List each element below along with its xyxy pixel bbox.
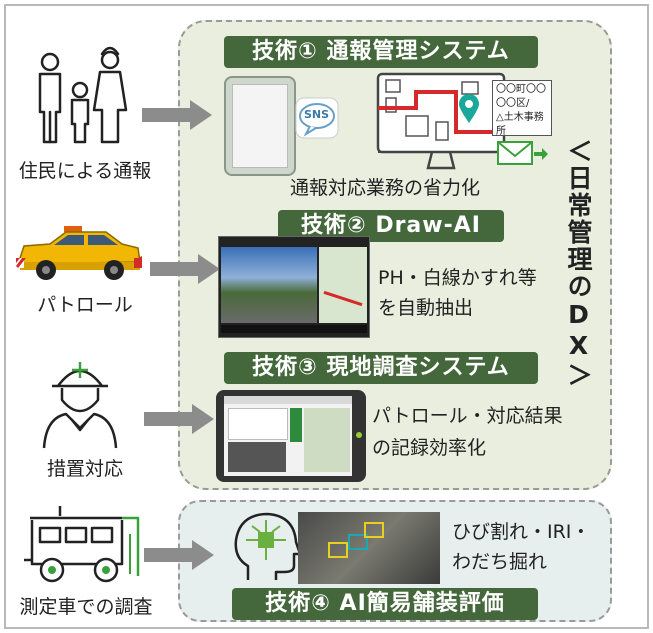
- address-callout: 〇〇町〇〇 〇〇区/ △土木事務所: [492, 80, 552, 137]
- address-line-2: 〇〇区/: [496, 98, 530, 109]
- residents-label: 住民による通報: [18, 160, 152, 182]
- address-line-3: △土木事務所: [496, 112, 544, 137]
- tech4-title: 技術④ AI簡易舗装評価: [232, 588, 538, 620]
- tech2-desc-2: を自動抽出: [378, 297, 474, 319]
- arrow-response: [144, 404, 214, 434]
- address-line-1: 〇〇町〇〇: [496, 84, 546, 95]
- arrow-patrol: [150, 254, 220, 284]
- sns-icon: [295, 97, 339, 139]
- worker-icon: [42, 362, 118, 449]
- sns-label: SNS: [304, 108, 330, 121]
- tablet-screenshot: [216, 390, 366, 482]
- tech4-desc-2: わだち掘れ: [452, 551, 548, 573]
- tech2-title: 技術② Draw-AI: [278, 210, 504, 242]
- ai-head-icon: [234, 512, 302, 580]
- patrol-car-icon: [16, 226, 142, 280]
- phone-screenshot: [224, 76, 296, 176]
- arrow-survey: [144, 540, 214, 570]
- tech3-title: 技術③ 現地調査システム: [224, 352, 538, 384]
- video-screenshot: [218, 236, 370, 338]
- tech3-desc-2: の記録効率化: [372, 437, 487, 459]
- mail-icon: [497, 141, 548, 165]
- tech1-caption: 通報対応業務の省力化: [290, 177, 481, 199]
- response-label: 措置対応: [46, 458, 123, 480]
- monitor-map-icon: [376, 72, 506, 170]
- survey-vehicle-icon: [24, 506, 140, 583]
- tech4-desc-1: ひび割れ・IRI・: [452, 521, 591, 543]
- survey-vehicle-label: 測定車での調査: [19, 596, 153, 618]
- dx-side-label: ＜日常管理のDX＞: [564, 138, 593, 389]
- tech1-title: 技術① 通報管理システム: [224, 36, 538, 68]
- map-pin-icon: [459, 94, 479, 123]
- tech3-desc-1: パトロール・対応結果: [372, 405, 563, 427]
- tech2-desc-1: PH・白線かすれ等: [378, 267, 537, 289]
- arrow-residents: [142, 100, 212, 130]
- family-icon: [38, 46, 128, 144]
- pavement-photo: [298, 512, 440, 584]
- patrol-label: パトロール: [37, 294, 133, 316]
